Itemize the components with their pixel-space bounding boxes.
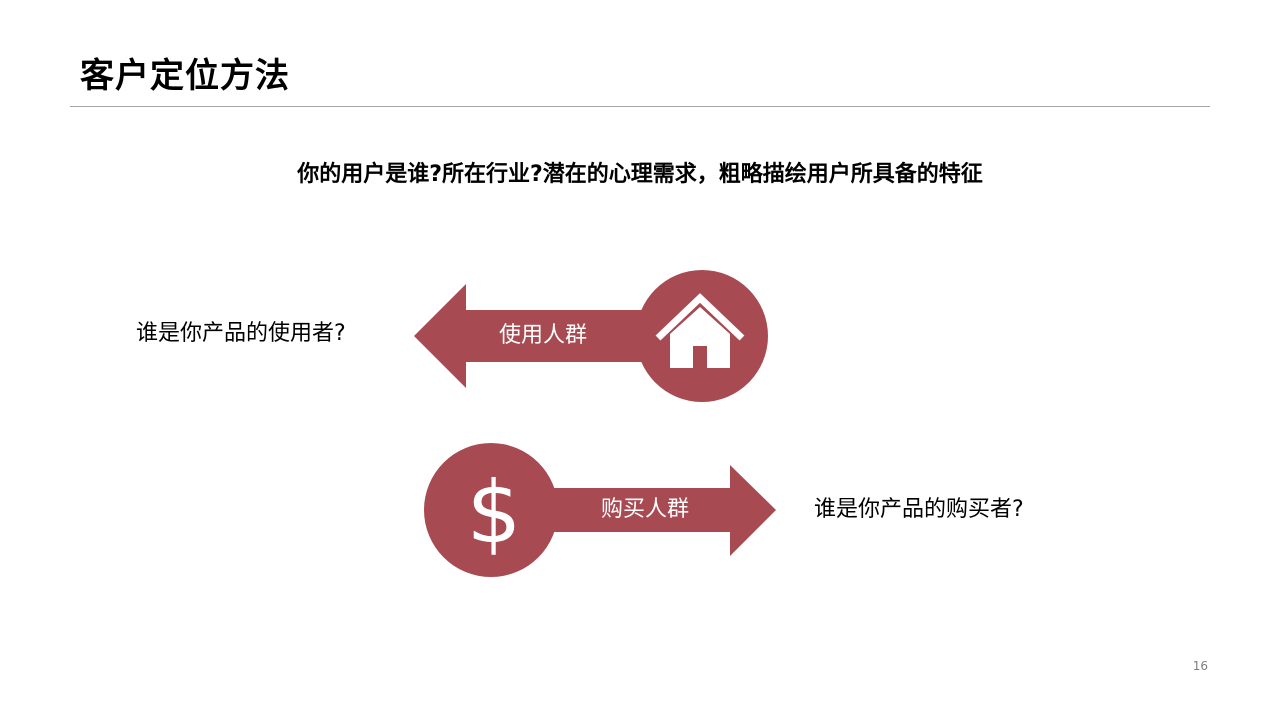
title-divider — [70, 106, 1210, 107]
slide-subtitle: 你的用户是谁?所在行业?潜在的心理需求，粗略描绘用户所具备的特征 — [297, 162, 983, 187]
buyers-arrow-label: 购买人群 — [600, 497, 689, 522]
users-question: 谁是你产品的使用者? — [136, 321, 346, 346]
buyers-circle — [424, 443, 558, 577]
dollar-icon: $ — [466, 463, 522, 563]
buyers-question: 谁是你产品的购买者? — [814, 497, 1024, 522]
users-arrow-label: 使用人群 — [498, 323, 587, 348]
users-arrow — [414, 284, 660, 388]
slide-title: 客户定位方法 — [80, 56, 290, 96]
page-number: 16 — [1192, 659, 1208, 673]
house-icon — [655, 293, 745, 368]
buyers-arrow — [540, 465, 776, 556]
